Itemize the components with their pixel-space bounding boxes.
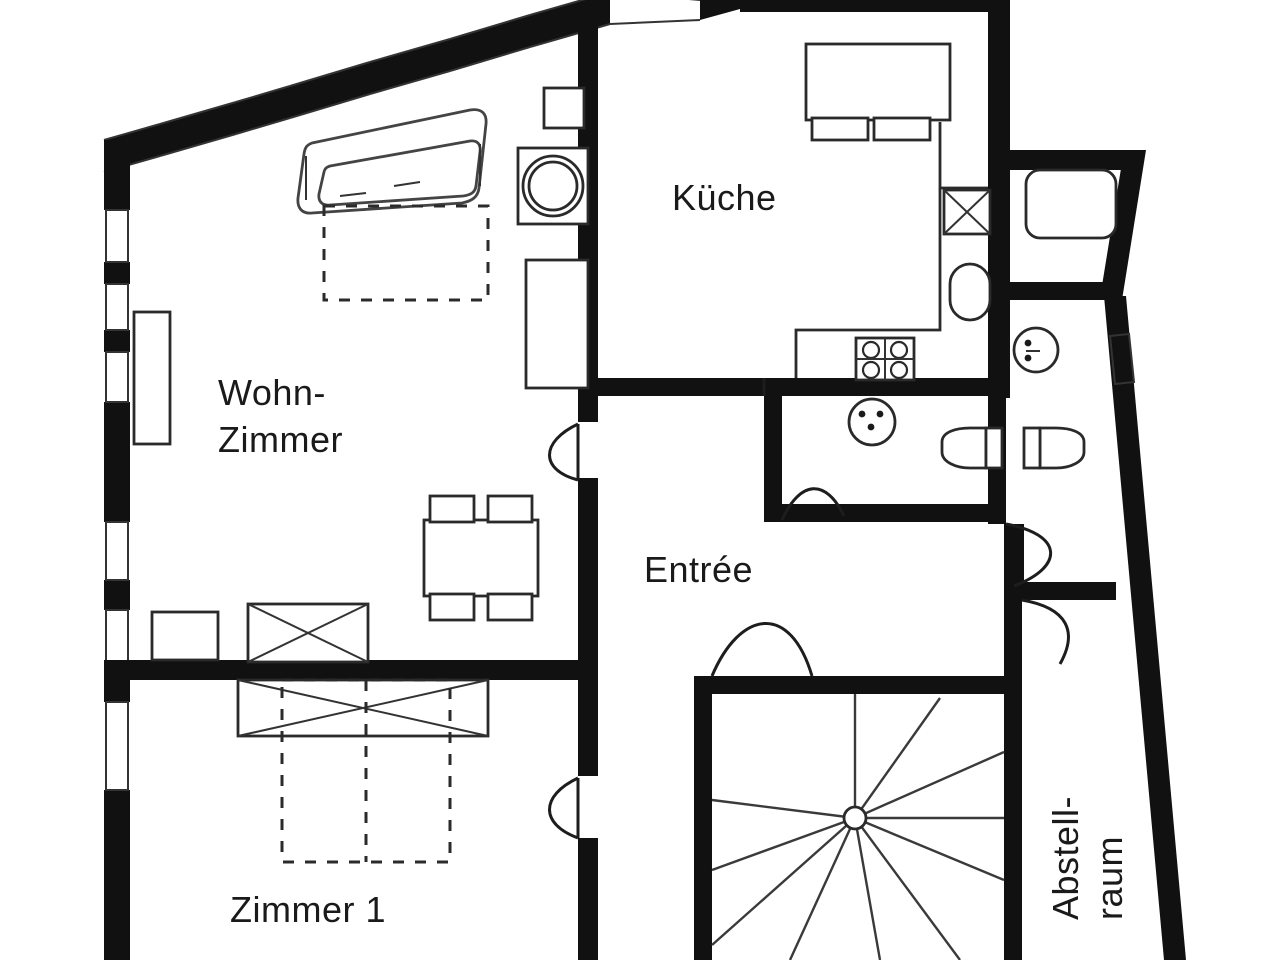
door-swing-entree-top [1005, 522, 1053, 588]
dining-chair-top-right [486, 494, 534, 524]
dining-table [422, 518, 540, 598]
room-label-abstellraum-line2: raum [1089, 836, 1130, 920]
door-swing-wc [780, 487, 846, 521]
room-label-abstellraum-line1: Abstell- [1045, 796, 1086, 920]
kitchen-chair-right [872, 116, 932, 142]
left-exterior-wall [104, 140, 130, 960]
side-cabinet-left [150, 610, 220, 662]
abstellraum-walls [1004, 582, 1116, 960]
door-swing-wohnzimmer [548, 422, 580, 482]
rug-outline [322, 204, 490, 302]
wardrobe-crossed-zimmer1 [236, 678, 490, 738]
wardrobe-crossed-wohnzimmer [246, 602, 370, 664]
wall-right-spine [988, 0, 1024, 586]
washbasin-bath [1012, 326, 1060, 374]
bed-outline-dashed-zimmer1 [280, 678, 452, 864]
sofa [296, 108, 488, 215]
top-slanted-exterior-wall [103, 0, 1000, 173]
right-slanted-exterior-wall [1104, 296, 1186, 960]
dining-chair-bottom-left [428, 592, 476, 622]
room-label-entree: Entrée [644, 549, 753, 590]
room-label-zimmer1: Zimmer 1 [230, 889, 386, 930]
kitchen-chair-left [810, 116, 870, 142]
spiral-staircase [711, 694, 1005, 960]
dining-chair-bottom-right [486, 592, 534, 622]
bathtub [1024, 168, 1118, 240]
bath-room-walls [1010, 150, 1146, 300]
room-label-wohnzimmer-line1: Wohn- [218, 372, 326, 413]
kitchen-table [804, 42, 952, 122]
washbasin-wc [847, 397, 897, 447]
toilet-wc [940, 426, 1004, 470]
door-swing-stairwell [710, 622, 814, 677]
small-cabinet-top [542, 86, 586, 130]
room-label-wohnzimmer-line2: Zimmer [218, 419, 343, 460]
stove-four-burner [854, 336, 916, 382]
tall-cabinet [524, 258, 590, 390]
door-swing-zimmer1 [548, 776, 580, 840]
dining-chair-top-left [428, 494, 476, 524]
dishwasher-crossed [942, 188, 992, 236]
room-label-kueche: Küche [672, 177, 777, 218]
kitchen-sink-oval [948, 262, 992, 322]
wall-wohnzimmer-zimmer1 [104, 660, 596, 680]
stairwell-walls [694, 676, 1006, 960]
wall-kueche-entree [598, 378, 1004, 396]
door-swing-abstellraum [1021, 598, 1070, 665]
round-table [516, 146, 590, 226]
kitchen-counter [794, 122, 988, 378]
shelf-cabinet-left-wall [132, 310, 172, 446]
toilet-bath [1022, 426, 1086, 470]
